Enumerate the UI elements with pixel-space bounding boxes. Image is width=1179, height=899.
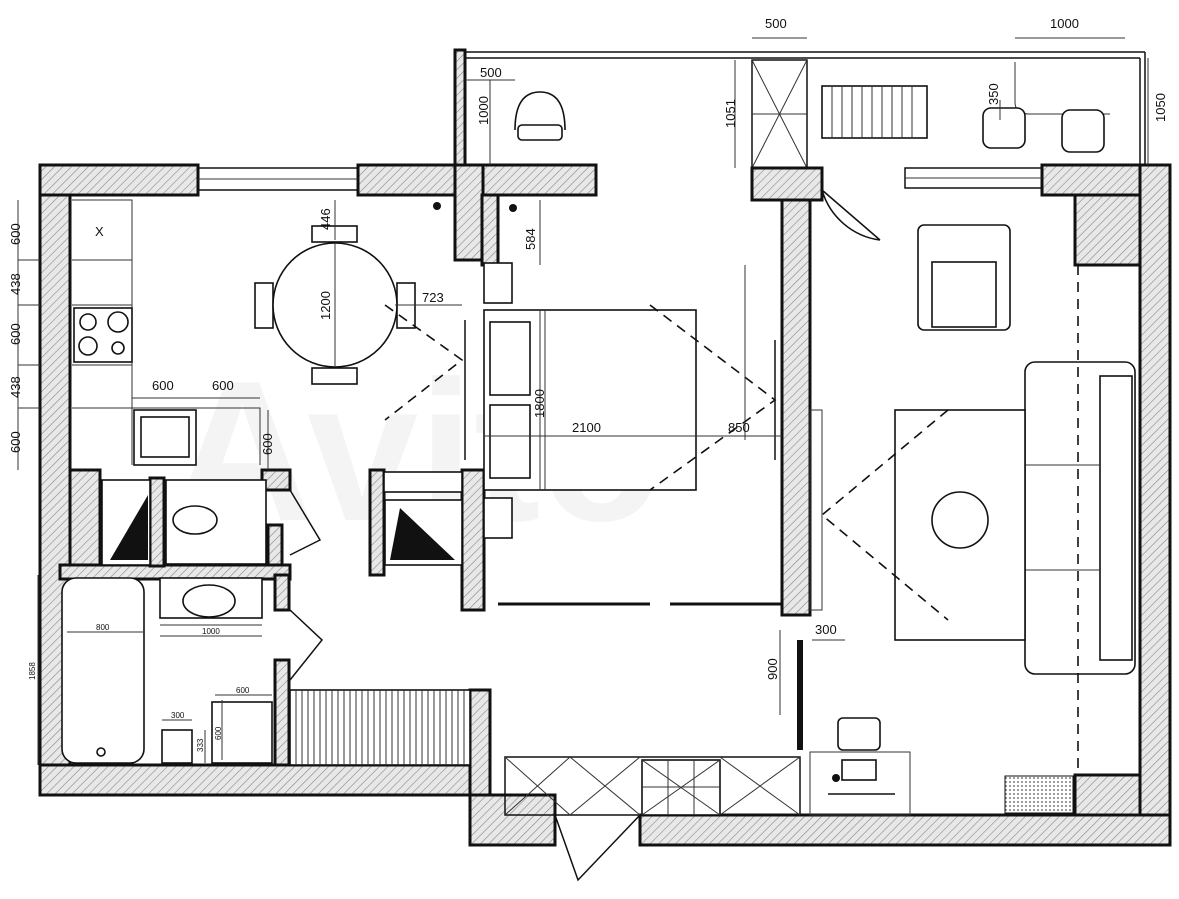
- dim-table-offset-top: 446: [318, 208, 333, 230]
- bathroom: [61, 471, 463, 764]
- dimension-lines: 500 1000 500 1000 1051 350 1050 446 584 …: [8, 16, 1168, 765]
- dim-hall-door: 900: [765, 658, 780, 680]
- dim-balcony-left-width: 500: [480, 65, 502, 80]
- bedroom: [483, 262, 782, 539]
- dim-cabinet-depth: 600: [214, 726, 223, 740]
- balcony: [453, 48, 1146, 169]
- windows: [197, 167, 1043, 191]
- dim-kitchen-left-4: 438: [8, 376, 23, 398]
- dim-toilet-depth: 333: [196, 738, 205, 752]
- desk: [809, 717, 911, 816]
- dim-balcony-right-width: 1000: [1050, 16, 1079, 31]
- dim-bed-width: 1800: [532, 389, 547, 418]
- sofa: [1024, 361, 1136, 675]
- dim-balcony-left-depth: 1000: [476, 96, 491, 125]
- dim-table-to-wall: 723: [422, 290, 444, 305]
- dim-toilet-width: 300: [171, 711, 185, 720]
- kitchen: X: [72, 199, 517, 466]
- dining-table: [254, 225, 416, 385]
- kitchen-mark: X: [95, 224, 104, 239]
- dim-counter-depth: 600: [260, 433, 275, 455]
- dim-bed-to-wall: 850: [728, 420, 750, 435]
- dim-balcony-gap: 500: [765, 16, 787, 31]
- stove-icon: [73, 307, 133, 363]
- dim-bath-width: 800: [96, 623, 110, 632]
- dim-counter-2: 600: [212, 378, 234, 393]
- armchair: [917, 224, 1011, 331]
- dim-table-diameter: 1200: [318, 291, 333, 320]
- dim-kitchen-left-5: 600: [8, 431, 23, 453]
- dim-hall-wall: 300: [815, 622, 837, 637]
- dim-balcony-chair-offset: 350: [986, 83, 1001, 105]
- hall-storage: [289, 689, 801, 816]
- dim-bed-length: 2100: [572, 420, 601, 435]
- dim-cabinet-width: 600: [236, 686, 250, 695]
- dim-kitchen-left-1: 600: [8, 223, 23, 245]
- dim-kitchen-left-2: 438: [8, 273, 23, 295]
- balcony-chairs: [514, 91, 1105, 153]
- kitchen-sink-icon: [133, 409, 197, 466]
- dim-bedroom-offset-top: 584: [523, 228, 538, 250]
- walls: [38, 163, 1172, 847]
- doors: [289, 189, 881, 882]
- balcony-stairs: [821, 85, 928, 139]
- dim-counter-1: 600: [152, 378, 174, 393]
- living-room: [809, 224, 1136, 816]
- dim-sink-width: 1000: [202, 627, 220, 636]
- dim-balcony-mid-depth: 1051: [723, 99, 738, 128]
- dim-bath-length: 1858: [28, 662, 37, 680]
- dim-balcony-right-depth: 1050: [1153, 93, 1168, 122]
- dim-kitchen-left-3: 600: [8, 323, 23, 345]
